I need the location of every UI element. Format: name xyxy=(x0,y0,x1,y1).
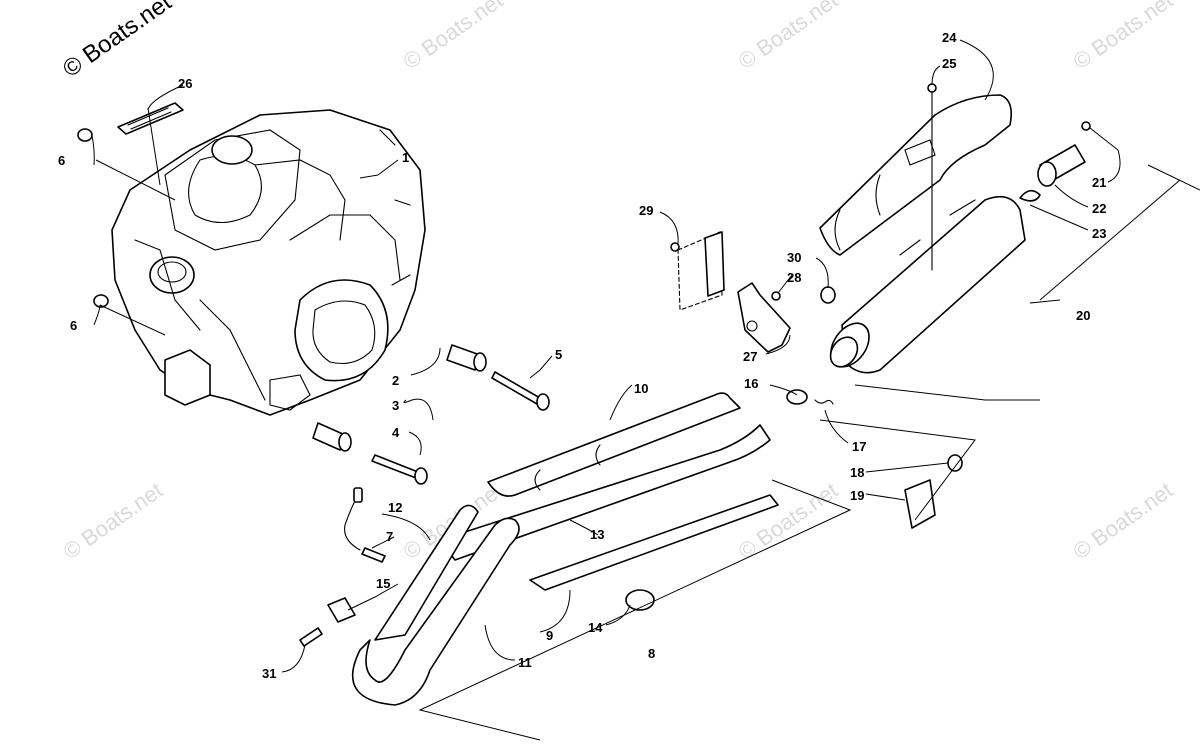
watermark: © Boats.net xyxy=(399,0,508,74)
callout-4: 4 xyxy=(392,425,400,440)
assembly-bracket-17 xyxy=(819,419,976,521)
callout-12: 12 xyxy=(388,500,402,515)
callout-14: 14 xyxy=(588,620,603,635)
callout-3: 3 xyxy=(392,398,399,413)
gasket-part-16 xyxy=(786,389,808,405)
callout-6-upper: 6 xyxy=(58,153,65,168)
gasket-part-15 xyxy=(327,597,356,623)
clamp-part-14 xyxy=(625,589,655,611)
callout-1: 1 xyxy=(402,150,409,165)
callout-21: 21 xyxy=(1092,175,1106,190)
callout-28: 28 xyxy=(787,270,801,285)
spacer-part-3 xyxy=(312,422,352,452)
callout-labels: 1 2 3 4 5 6 6 7 8 9 10 11 12 13 14 15 16… xyxy=(58,30,1106,681)
nut-part-6-upper xyxy=(77,128,93,142)
callout-2: 2 xyxy=(392,373,399,388)
header-pipe-part-12 xyxy=(374,504,479,641)
muffler-part-20 xyxy=(829,195,1026,374)
callout-16: 16 xyxy=(744,376,758,391)
bracket-part-29 xyxy=(670,231,725,311)
callout-20: 20 xyxy=(1076,308,1090,323)
pipe-part-13 xyxy=(439,424,771,561)
bolt-part-4 xyxy=(371,454,428,485)
spacer-part-2 xyxy=(446,344,487,372)
heat-shield-part-24 xyxy=(819,94,1013,256)
engine-assembly xyxy=(111,109,426,416)
callout-23: 23 xyxy=(1092,226,1106,241)
callout-5: 5 xyxy=(555,347,562,362)
callout-22: 22 xyxy=(1092,201,1106,216)
bolt-part-5 xyxy=(491,371,550,411)
callout-8: 8 xyxy=(648,646,655,661)
assembly-bracket-8 xyxy=(418,479,852,741)
heat-shield-part-9 xyxy=(529,494,779,591)
callout-27: 27 xyxy=(743,349,757,364)
gasket-part-23 xyxy=(1019,189,1041,202)
callout-17: 17 xyxy=(852,439,866,454)
leader-lines xyxy=(91,39,1121,673)
callout-15: 15 xyxy=(376,576,390,591)
callout-9: 9 xyxy=(546,628,553,643)
callout-25: 25 xyxy=(942,56,956,71)
decal-part-26 xyxy=(117,102,184,135)
grommet-part-18 xyxy=(947,454,963,472)
sensor-part-7 xyxy=(344,487,386,563)
watermark: © Boats.net xyxy=(1069,0,1178,74)
spring-part-17 xyxy=(814,399,834,405)
callout-31: 31 xyxy=(262,666,276,681)
callout-6-lower: 6 xyxy=(70,318,77,333)
screw-part-21 xyxy=(1081,121,1091,131)
callout-7: 7 xyxy=(386,529,393,544)
watermark: © Boats.net xyxy=(59,477,168,564)
bracket-part-27 xyxy=(737,282,791,353)
heat-shield-part-10 xyxy=(487,392,741,497)
callout-11: 11 xyxy=(518,655,532,670)
nut-part-6-lower xyxy=(93,294,109,308)
callout-19: 19 xyxy=(850,488,864,503)
tail-spark-arrestor-part-22 xyxy=(1037,144,1086,187)
callout-24: 24 xyxy=(942,30,957,45)
grommet-part-30 xyxy=(820,286,836,304)
bolt-part-31 xyxy=(299,627,323,647)
watermark: © Boats.net xyxy=(1069,477,1178,564)
callout-18: 18 xyxy=(850,465,864,480)
assembly-bracket-20 xyxy=(854,164,1200,401)
screw-part-25 xyxy=(927,83,937,93)
watermark: © Boats.net xyxy=(734,0,843,74)
callout-29: 29 xyxy=(639,203,653,218)
bracket-part-19 xyxy=(904,479,936,529)
callout-26: 26 xyxy=(178,76,192,91)
header-pipe-part-11 xyxy=(351,517,520,706)
watermark-main: © Boats.net xyxy=(58,0,177,83)
callout-10: 10 xyxy=(634,381,648,396)
callout-13: 13 xyxy=(590,527,604,542)
callout-30: 30 xyxy=(787,250,801,265)
